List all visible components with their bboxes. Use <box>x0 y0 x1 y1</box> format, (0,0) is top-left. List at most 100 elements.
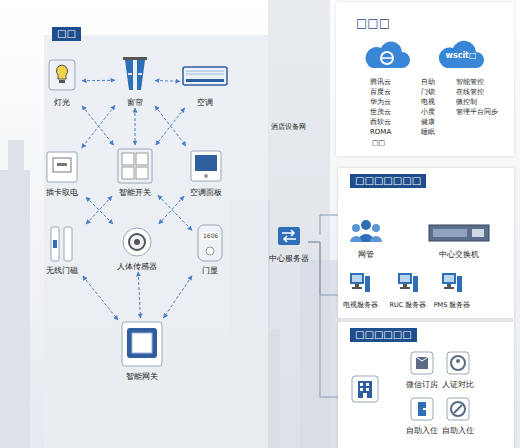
dashed-link <box>164 276 192 318</box>
device-node: 空调 <box>180 56 230 108</box>
node-label: 智能网关 <box>112 372 172 382</box>
device-icon <box>184 146 228 186</box>
node-label: 电视服务器 <box>332 300 388 310</box>
device-icon <box>112 224 162 260</box>
node-label: 门显 <box>186 266 234 276</box>
node-label: 窗帘 <box>109 98 161 108</box>
device-node: 自助入住 <box>438 394 478 436</box>
device-icon <box>112 145 158 186</box>
list-item: 微控制 <box>456 98 477 106</box>
bracket-wire <box>320 215 338 235</box>
device-icon <box>430 268 474 298</box>
list-item: 小度 <box>421 108 435 116</box>
list-item: 智能管控 <box>456 78 484 86</box>
dashed-link <box>82 80 115 81</box>
device-node: 中心交换机 <box>424 218 494 260</box>
device-node: 中心服务器 <box>270 220 308 264</box>
cloud-label: wscit□ <box>438 51 484 60</box>
list-item: 腾讯云 <box>370 78 391 86</box>
list-item: 健康 <box>421 118 435 126</box>
node-label: RUC 服务器 <box>380 300 436 310</box>
device-icon <box>115 52 155 96</box>
dashed-link <box>138 272 140 318</box>
device-node: 人体传感器 <box>112 224 162 272</box>
device-icon <box>38 148 86 186</box>
dashed-link <box>86 196 112 224</box>
node-label: 人体传感器 <box>106 262 168 272</box>
ie-cloud-icon <box>366 42 410 68</box>
list-item: 电视 <box>421 98 435 106</box>
list-item: □□ <box>372 139 385 147</box>
dashed-link <box>135 108 136 145</box>
device-icon <box>180 56 230 96</box>
device-node: PMS 服务器 <box>430 268 474 310</box>
node-label: 空调面板 <box>178 188 234 198</box>
device-icon <box>38 224 86 264</box>
list-item: 世茂云 <box>370 108 391 116</box>
network-wire <box>308 242 338 397</box>
list-item: 门锁 <box>421 88 435 96</box>
panel-left: □□灯光窗帘空调插卡取电智能开关空调面板无线门磁人体传感器门显智能网关 <box>44 35 268 448</box>
list-item: 华为云 <box>370 98 391 106</box>
device-icon <box>42 54 82 96</box>
node-label: 人证对比 <box>432 380 484 390</box>
device-icon <box>402 348 442 378</box>
node-label: 微信订房 <box>396 380 448 390</box>
device-icon <box>348 214 384 248</box>
panel-mid: □□□□□□□网管中心交换机电视服务器RUC 服务器PMS 服务器 <box>338 168 514 318</box>
band: 酒店设备网中心服务器 <box>268 0 330 448</box>
device-node: 智能网关 <box>118 318 166 382</box>
device-icon <box>338 268 382 298</box>
dashed-link <box>158 195 192 230</box>
node-label: 智能开关 <box>106 188 164 198</box>
device-node: 人证对比 <box>438 348 478 390</box>
device-icon <box>192 222 228 264</box>
dashed-link <box>82 106 114 145</box>
node-label: 插卡取电 <box>32 188 92 198</box>
device-node: 窗帘 <box>115 52 155 108</box>
dashed-link <box>82 105 115 148</box>
list-item: 睡眠 <box>421 128 435 136</box>
device-icon <box>118 318 166 370</box>
list-item: 百度云 <box>370 88 391 96</box>
panel-heading: □□ <box>52 27 81 41</box>
panel-heading: □□□□□□□ <box>350 174 426 188</box>
device-node: 无线门磁 <box>38 224 86 276</box>
node-label: 网管 <box>342 250 390 260</box>
node-label: 中心服务器 <box>264 254 314 264</box>
node-label: 自助入住 <box>432 426 484 436</box>
node-label: 自助入住 <box>396 426 448 436</box>
node-label: 无线门磁 <box>32 266 92 276</box>
device-icon <box>438 348 478 378</box>
device-node: 自助入住 <box>402 394 442 436</box>
device-node: 空调面板 <box>184 146 228 198</box>
device-node: RUC 服务器 <box>386 268 430 310</box>
panel-heading: □□□ <box>356 16 390 30</box>
device-node: 网管 <box>348 214 384 260</box>
device-node: 灯光 <box>42 54 82 108</box>
device-node: 插卡取电 <box>38 148 86 198</box>
node-label: 空调 <box>174 98 236 108</box>
list-item: 西软云 <box>370 118 391 126</box>
building-icon <box>352 376 378 402</box>
list-item: 自助 <box>421 78 435 86</box>
device-node: 电视服务器 <box>338 268 382 310</box>
dashed-link <box>156 108 185 145</box>
list-item: 在线管控 <box>456 88 484 96</box>
node-label: PMS 服务器 <box>424 300 480 310</box>
panel-heading: □□□□□□ <box>350 328 417 342</box>
device-icon <box>270 220 308 252</box>
node-label: 中心交换机 <box>418 250 500 260</box>
network-wire <box>308 242 338 295</box>
network-label: 酒店设备网 <box>271 122 306 132</box>
device-node: 微信订房 <box>402 348 442 390</box>
dashed-link <box>159 196 184 224</box>
dashed-link <box>86 197 113 224</box>
dashed-link <box>155 106 186 146</box>
dashed-link <box>155 80 180 82</box>
panel-bottom: □□□□□□微信订房人证对比自助入住自助入住 <box>338 322 514 448</box>
